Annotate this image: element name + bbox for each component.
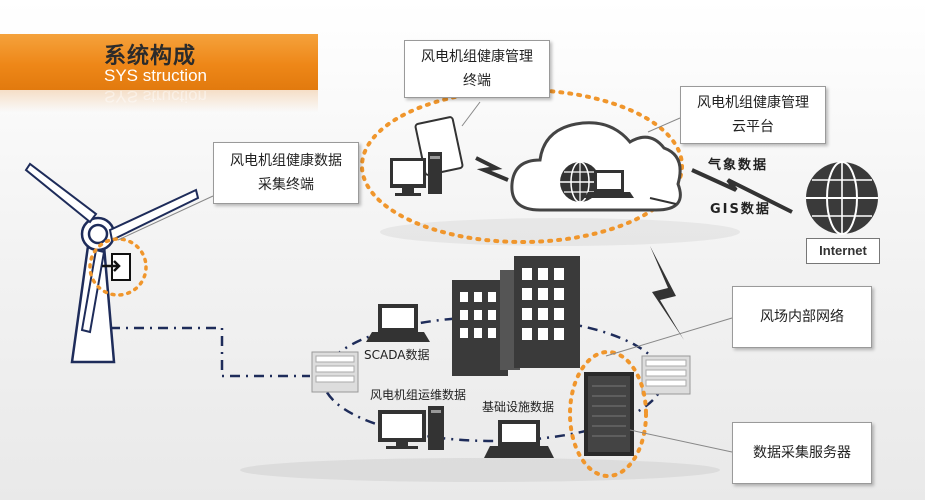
- management-dashed-ellipse: [360, 88, 684, 244]
- page-subtitle: SYS struction: [104, 66, 207, 85]
- gis-data-label: GIS数据: [710, 202, 771, 217]
- internet-globe-icon: [806, 161, 878, 235]
- cloud-icon: [510, 121, 682, 212]
- cloud-network-lightning-icon: [650, 246, 684, 340]
- scada-data-label: SCADA数据: [364, 348, 430, 362]
- weather-data-label: 气象数据: [708, 158, 769, 173]
- network-shadow: [240, 458, 720, 482]
- server-callout: 数据采集服务器: [732, 422, 872, 484]
- server-dashed-ring: [568, 350, 648, 478]
- cloud-laptop-icon: [584, 170, 634, 198]
- network-callout: 风场内部网络: [732, 286, 872, 348]
- tablet-icon: [414, 116, 464, 176]
- collector-callout-pointer: [117, 195, 214, 241]
- network-callout-pointer: [605, 317, 733, 357]
- ops-desktop-icon: [378, 406, 444, 450]
- title-band-reflection: [0, 90, 318, 112]
- internet-label: Internet: [806, 238, 880, 264]
- switch-rack-right-icon: [641, 355, 691, 395]
- collector-callout-line2: 采集终端: [258, 177, 314, 193]
- office-buildings-icon: [452, 256, 580, 376]
- collector-callout: 风电机组健康数据 采集终端: [213, 142, 359, 204]
- cloud-callout-line1: 风电机组健康管理: [697, 95, 809, 111]
- terminal-callout: 风电机组健康管理 终端: [404, 40, 550, 98]
- wireless-link-icon: [475, 156, 509, 182]
- internet-link-icon: [691, 168, 793, 214]
- page-title: 系统构成: [104, 44, 197, 69]
- cloud-callout-pointer: [647, 117, 681, 133]
- wind-turbine-icon: [24, 162, 200, 364]
- collector-callout-line1: 风电机组健康数据: [230, 153, 342, 169]
- scada-laptop-icon: [366, 304, 430, 342]
- switch-rack-left-icon: [311, 351, 359, 393]
- network-callout-label: 风场内部网络: [760, 309, 844, 325]
- title-band: [0, 34, 318, 90]
- data-server-icon: [584, 372, 634, 456]
- terminal-callout-pointer: [461, 101, 481, 127]
- cloud-callout-line2: 云平台: [732, 119, 774, 135]
- terminal-callout-line1: 风电机组健康管理: [421, 49, 533, 65]
- infra-data-label: 基础设施数据: [482, 400, 555, 414]
- cloud-link-line: [649, 197, 677, 205]
- ops-data-label: 风电机组运维数据: [370, 388, 467, 402]
- cloud-callout: 风电机组健康管理 云平台: [680, 86, 826, 144]
- desktop-icon: [390, 152, 442, 196]
- turbine-link-line: [110, 326, 310, 378]
- server-callout-pointer: [629, 429, 733, 453]
- collector-device-icon: [102, 253, 131, 281]
- server-callout-label: 数据采集服务器: [753, 445, 851, 461]
- terminal-callout-line2: 终端: [463, 73, 491, 89]
- infra-laptop-icon: [484, 420, 554, 458]
- collector-dashed-ring: [88, 237, 148, 297]
